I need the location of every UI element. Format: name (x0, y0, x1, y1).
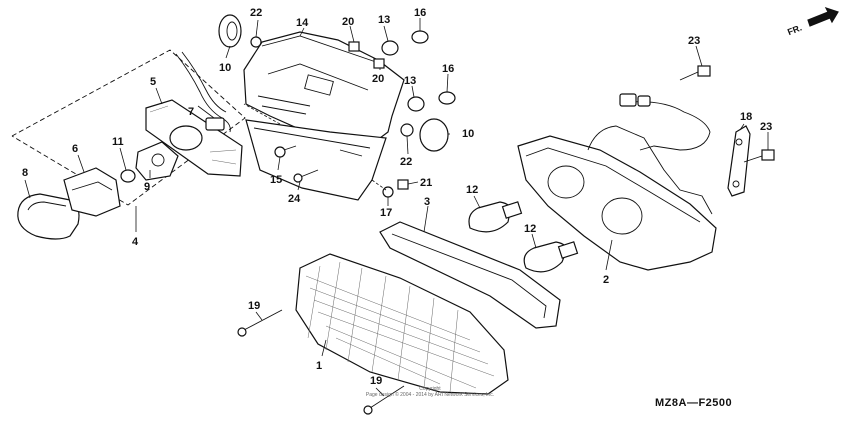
callout-24[interactable]: 24 (288, 193, 301, 205)
callout-17[interactable]: 17 (380, 207, 392, 219)
callout-19b[interactable]: 19 (370, 375, 382, 387)
part-10-grommet-top[interactable] (218, 14, 242, 48)
copyright-line-1: Copyright (419, 386, 441, 392)
part-22-nut-top[interactable] (250, 36, 262, 48)
part-16-grommet-top[interactable] (411, 30, 429, 44)
part-12-bulb-lower[interactable] (523, 241, 579, 273)
callout-5[interactable]: 5 (150, 76, 156, 88)
part-18-bracket[interactable] (727, 125, 751, 197)
part-2-taillight-housing[interactable] (517, 125, 717, 271)
callout-6[interactable]: 6 (72, 143, 78, 155)
callout-14[interactable]: 14 (296, 17, 309, 29)
callout-labels: 1 2 3 4 5 6 7 8 9 10 10 11 12 12 13 13 1… (22, 7, 772, 387)
callout-22b[interactable]: 22 (400, 156, 412, 168)
callout-13a[interactable]: 13 (378, 14, 390, 26)
callout-15[interactable]: 15 (270, 174, 282, 186)
part-1-taillight-lens[interactable] (295, 253, 509, 395)
callout-9[interactable]: 9 (144, 181, 150, 193)
callout-1[interactable]: 1 (316, 360, 322, 372)
part-12-bulb-upper[interactable] (468, 201, 523, 233)
callout-12b[interactable]: 12 (524, 223, 536, 235)
callout-4[interactable]: 4 (132, 236, 139, 248)
part-22-nut-right[interactable] (400, 123, 414, 137)
part-11-bulb[interactable] (120, 169, 136, 183)
callout-16b[interactable]: 16 (442, 63, 454, 75)
callout-21[interactable]: 21 (420, 177, 432, 189)
part-3-gasket[interactable] (379, 221, 561, 329)
callout-2[interactable]: 2 (603, 274, 609, 286)
part-20-nut-top[interactable] (348, 41, 360, 52)
part-24-screw[interactable] (293, 169, 319, 183)
part-14-license-bracket[interactable] (243, 31, 405, 151)
part-21-nut[interactable] (397, 179, 409, 190)
copyright-line-2: Page design © 2004 - 2014 by ARI Network… (365, 392, 495, 398)
callout-11[interactable]: 11 (112, 136, 124, 148)
part-23-bolt-top[interactable] (679, 65, 711, 81)
part-13-collar-top[interactable] (381, 40, 399, 56)
callout-20a[interactable]: 20 (342, 16, 354, 28)
callout-23b[interactable]: 23 (760, 121, 772, 133)
part-10-grommet-right[interactable] (419, 118, 449, 152)
callout-3[interactable]: 3 (424, 196, 430, 208)
callout-20b[interactable]: 20 (372, 73, 384, 85)
callout-23a[interactable]: 23 (688, 35, 700, 47)
part-20-nut-mid[interactable] (373, 58, 385, 69)
part-13-collar-mid[interactable] (407, 96, 425, 112)
group-4-dashed-box (11, 49, 246, 206)
copyright-notice: Copyright Page design © 2004 - 2014 by A… (330, 386, 530, 398)
leader-lines (24, 18, 769, 397)
front-direction-arrow-icon (807, 6, 839, 27)
diagram-code: MZ8A—F2500 (655, 397, 733, 409)
callout-10b[interactable]: 10 (462, 128, 474, 140)
callout-13b[interactable]: 13 (404, 75, 416, 87)
part-16-grommet-mid[interactable] (438, 91, 456, 105)
part-license-cover[interactable] (245, 119, 387, 201)
callout-18[interactable]: 18 (740, 111, 752, 123)
part-6-turn-signal-housing[interactable] (63, 167, 121, 217)
callout-7[interactable]: 7 (188, 106, 194, 118)
part-2-wire-harness[interactable] (619, 93, 711, 151)
callout-16a[interactable]: 16 (414, 7, 426, 19)
part-7-wire-harness[interactable] (175, 51, 231, 133)
part-5-reflector[interactable] (145, 99, 243, 177)
callout-19a[interactable]: 19 (248, 300, 260, 312)
callout-12a[interactable]: 12 (466, 184, 478, 196)
part-8-turn-signal-lens[interactable] (17, 193, 80, 240)
part-19-screw-left[interactable] (237, 309, 283, 337)
part-19-screw-bottom[interactable] (363, 385, 405, 415)
callout-22a[interactable]: 22 (250, 7, 262, 19)
callout-8[interactable]: 8 (22, 167, 28, 179)
callout-10a[interactable]: 10 (219, 62, 231, 74)
